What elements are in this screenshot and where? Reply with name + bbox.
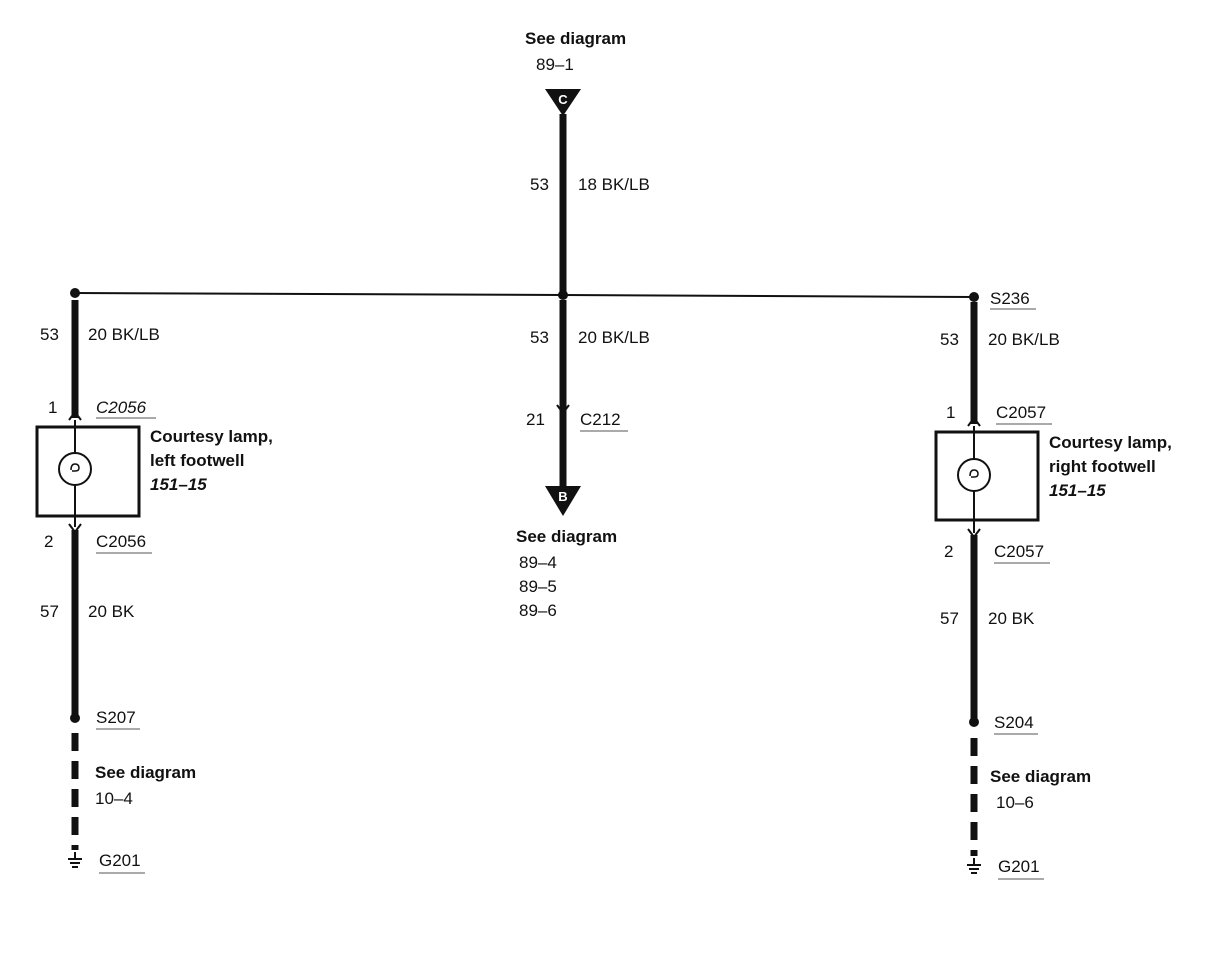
left-ground-icon — [68, 852, 82, 868]
splice-s236-label: S236 — [990, 289, 1030, 308]
left-lamp-title-line1: Courtesy lamp, — [150, 427, 273, 446]
left-in-connector-icon — [68, 410, 82, 421]
left-conn-in-label: C2056 — [96, 398, 147, 417]
top-circuit-number: 53 — [530, 175, 549, 194]
splice-s207-dot — [70, 713, 80, 723]
left-ground-wire-spec: 20 BK — [88, 602, 135, 621]
left-lamp-bulb-icon — [58, 452, 92, 486]
bus-wire-right — [562, 294, 975, 298]
right-lamp-ref: 151–15 — [1049, 481, 1106, 500]
splice-left-dot — [70, 288, 80, 298]
splice-s204-label: S204 — [994, 713, 1034, 732]
left-conn-out-label: C2056 — [96, 532, 146, 551]
connector-c-icon — [545, 89, 581, 116]
right-in-connector-icon — [967, 416, 981, 427]
left-ground-label: G201 — [99, 851, 141, 870]
connector-c-letter: C — [558, 92, 568, 107]
right-lamp-box — [934, 430, 1040, 522]
center-pin: 21 — [526, 410, 545, 429]
splice-s236-dot — [969, 292, 979, 302]
right-conn-in-label: C2057 — [996, 403, 1046, 422]
splice-s204-dot — [969, 717, 979, 727]
top-see-diagram-ref: 89–1 — [536, 55, 574, 74]
left-ground-circuit: 57 — [40, 602, 59, 621]
right-ground-label: G201 — [998, 857, 1040, 876]
left-circuit-number: 53 — [40, 325, 59, 344]
center-wire-spec: 20 BK/LB — [578, 328, 650, 347]
top-see-diagram-label: See diagram — [525, 29, 626, 48]
left-lamp-box — [35, 425, 141, 518]
right-see-diagram-label: See diagram — [990, 767, 1091, 786]
splice-center-dot — [558, 290, 568, 300]
right-conn-out-label: C2057 — [994, 542, 1044, 561]
connector-b-icon — [545, 486, 581, 516]
center-connector-icon — [556, 404, 570, 415]
right-lamp-title-line2: right footwell — [1049, 457, 1156, 476]
right-pin-out: 2 — [944, 542, 953, 561]
splice-s207-label: S207 — [96, 708, 136, 727]
left-see-diagram-ref: 10–4 — [95, 789, 133, 808]
right-pin-in: 1 — [946, 403, 955, 422]
center-circuit-number: 53 — [530, 328, 549, 347]
left-wire-spec: 20 BK/LB — [88, 325, 160, 344]
right-circuit-number: 53 — [940, 330, 959, 349]
right-see-diagram-ref: 10–6 — [996, 793, 1034, 812]
right-wire-spec: 20 BK/LB — [988, 330, 1060, 349]
left-lamp-title-line2: left footwell — [150, 451, 244, 470]
center-see-diagram-ref-2: 89–5 — [519, 577, 557, 596]
center-see-diagram-ref-1: 89–4 — [519, 553, 557, 572]
left-see-diagram-label: See diagram — [95, 763, 196, 782]
right-lamp-title-line1: Courtesy lamp, — [1049, 433, 1172, 452]
right-ground-icon — [967, 858, 981, 874]
connector-b-letter: B — [558, 489, 567, 504]
center-conn-label: C212 — [580, 410, 621, 429]
right-ground-wire-spec: 20 BK — [988, 609, 1035, 628]
top-wire-spec: 18 BK/LB — [578, 175, 650, 194]
left-lamp-ref: 151–15 — [150, 475, 207, 494]
left-pin-out: 2 — [44, 532, 53, 551]
right-lamp-bulb-icon — [957, 458, 991, 492]
center-see-diagram-label: See diagram — [516, 527, 617, 546]
center-see-diagram-ref-3: 89–6 — [519, 601, 557, 620]
left-pin-in: 1 — [48, 398, 57, 417]
bus-wire-left — [74, 292, 564, 296]
right-ground-circuit: 57 — [940, 609, 959, 628]
